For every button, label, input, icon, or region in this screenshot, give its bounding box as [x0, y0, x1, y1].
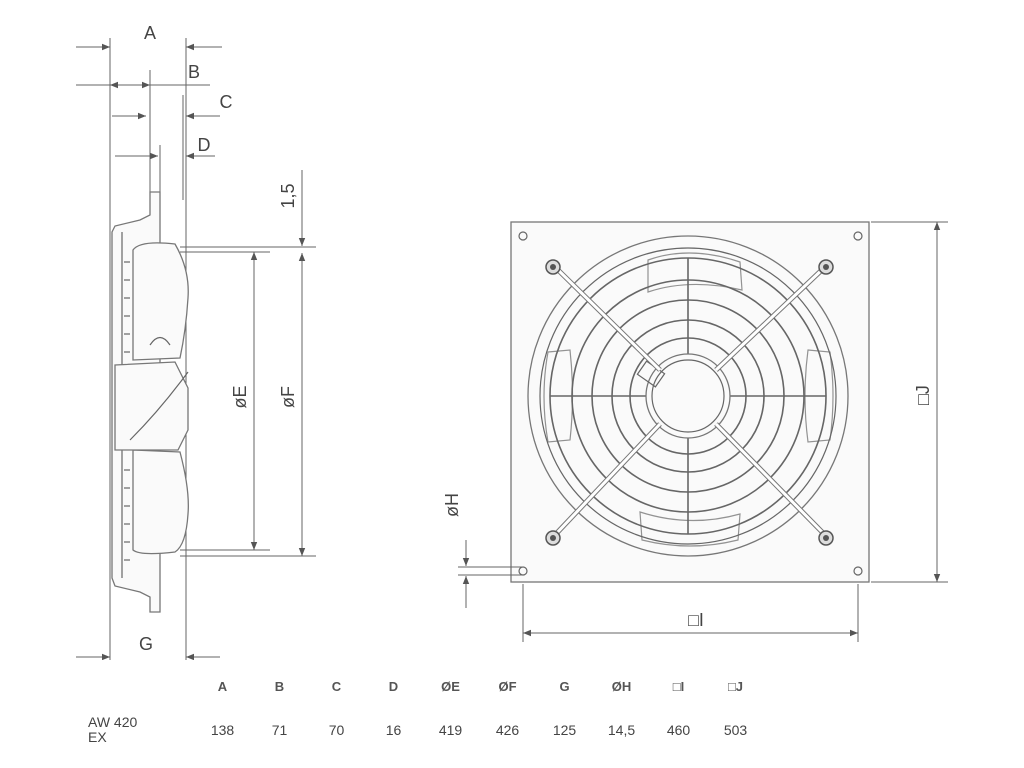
table-cell: 125 [552, 722, 577, 738]
label-j: □J [913, 385, 933, 405]
dimension-thickness: 1,5 [278, 170, 306, 268]
table-cell: 138 [210, 722, 235, 738]
model-name: AW 420 EX [88, 700, 194, 760]
model-name-line1: AW 420 [88, 714, 138, 730]
table-header-cell: ØF [498, 678, 517, 694]
front-view: øH □I □J [442, 221, 948, 642]
dimension-e: øE [230, 252, 258, 550]
table-header-model [88, 672, 194, 700]
label-a: A [144, 23, 156, 43]
table-cell: 419 [438, 722, 463, 738]
table-header-cell: A [217, 678, 228, 694]
dimension-d: D [115, 135, 215, 160]
table-header-cell: □J [727, 678, 744, 694]
mounting-holes [518, 231, 863, 576]
label-i: □I [688, 610, 704, 630]
dimension-f: øF [278, 268, 306, 556]
dimension-j: □J [871, 221, 948, 583]
table-header-row: A B C D ØE ØF G ØH □I □J [88, 672, 764, 700]
dimension-b: B [76, 62, 210, 89]
dimension-g: G [76, 634, 220, 660]
table-header-cell: G [559, 678, 570, 694]
label-thickness: 1,5 [278, 183, 298, 208]
table-cell: 71 [271, 722, 288, 738]
arm-bolts [545, 259, 834, 546]
side-view: A B C D [76, 23, 316, 660]
dimension-i: □I [522, 584, 859, 642]
table-header-cell: D [388, 678, 399, 694]
table-cell: 460 [666, 722, 691, 738]
table-cell: 16 [385, 722, 402, 738]
dimension-a: A [76, 23, 222, 51]
model-name-line2: EX [88, 729, 107, 745]
label-c: C [220, 92, 233, 112]
label-g: G [139, 634, 153, 654]
dimensions-table: A B C D ØE ØF G ØH □I □J AW 420 EX 138 7… [88, 672, 764, 760]
dimension-c: C [112, 92, 233, 120]
label-b: B [188, 62, 200, 82]
table-cell: 426 [495, 722, 520, 738]
table-header-cell: C [331, 678, 342, 694]
table-cell: 14,5 [607, 722, 636, 738]
table-header-cell: □I [672, 678, 685, 694]
support-arms [552, 264, 828, 538]
label-f: øF [278, 386, 298, 408]
label-d: D [198, 135, 211, 155]
label-e: øE [230, 385, 250, 408]
table-header-cell: B [274, 678, 285, 694]
table-row: AW 420 EX 138 71 70 16 419 426 125 14,5 … [88, 700, 764, 760]
table-cell: 503 [723, 722, 748, 738]
table-header-cell: ØE [441, 678, 460, 694]
table-header-cell: ØH [611, 678, 632, 694]
label-h: øH [442, 493, 462, 517]
technical-drawing: A B C D [76, 23, 948, 660]
table-cell: 70 [328, 722, 345, 738]
dimension-h: øH [442, 493, 522, 608]
